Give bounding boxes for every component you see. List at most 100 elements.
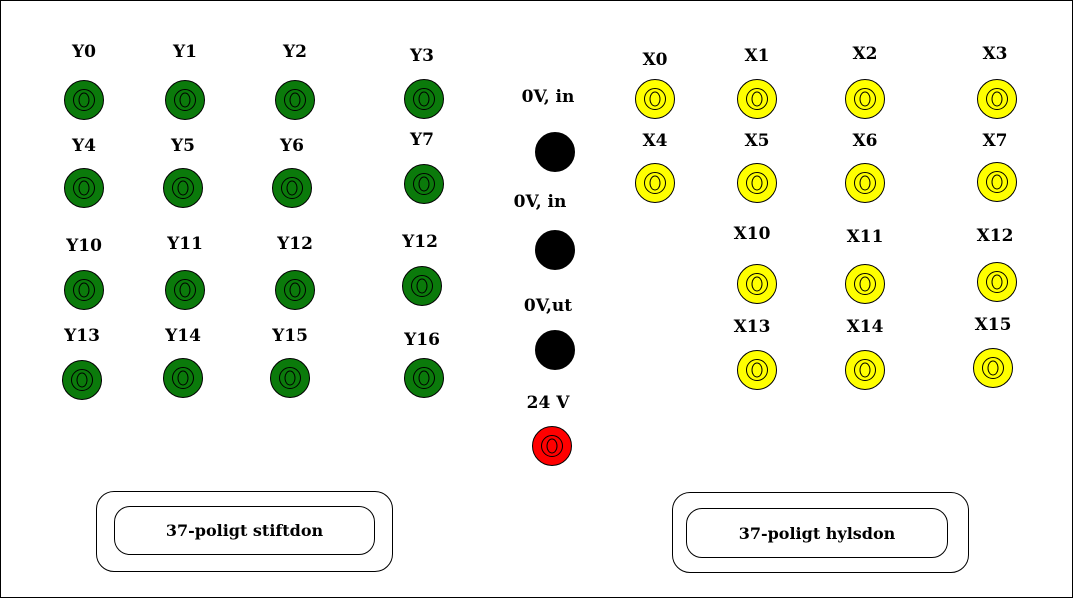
output-label: Y15 [272,326,308,346]
output-jack [402,266,442,306]
jack-core [78,282,90,298]
connector-right-frame [672,492,969,573]
jack-ring [279,367,301,389]
input-jack [977,162,1017,202]
input-jack [977,262,1017,302]
jack-ring [541,435,563,457]
input-label: X14 [846,317,884,337]
input-label: X4 [642,131,668,151]
jack-core [859,175,871,191]
output-jack [64,168,104,208]
input-label: X6 [852,131,878,151]
output-jack [163,168,203,208]
input-label: X5 [744,131,770,151]
jack-core [751,175,763,191]
jack-ring [746,172,768,194]
jack-ring [854,273,876,295]
output-label: Y10 [66,236,102,256]
jack-core [289,282,301,298]
connector-left-frame [96,491,393,572]
input-label: X1 [744,46,770,66]
jack-core [751,276,763,292]
jack-core [991,91,1003,107]
input-label: X15 [974,315,1012,335]
jack-ring [413,88,435,110]
ground-jack [535,132,575,172]
output-label: Y16 [404,330,440,350]
jack-ring [174,279,196,301]
input-label: X2 [852,44,878,64]
output-label: Y5 [171,136,195,156]
input-label: X3 [982,44,1008,64]
input-label: X11 [846,227,884,247]
jack-core [991,174,1003,190]
output-label: Y1 [173,42,197,62]
output-label: Y6 [280,136,304,156]
jack-core [418,91,430,107]
input-label: X7 [982,131,1008,151]
jack-ring [644,88,666,110]
jack-ring [746,88,768,110]
jack-core [859,91,871,107]
jack-ring [172,367,194,389]
output-jack [64,270,104,310]
jack-ring [281,177,303,199]
input-jack [845,163,885,203]
output-label: Y7 [410,130,434,150]
output-label: Y14 [165,326,201,346]
input-jack [737,163,777,203]
output-jack [165,270,205,310]
output-jack [275,270,315,310]
input-jack [635,163,675,203]
jack-ring [413,173,435,195]
jack-ring [746,359,768,381]
connector-left-label: 37-poligt stiftdon [114,506,375,555]
jack-core [751,91,763,107]
jack-ring [986,271,1008,293]
jack-ring [986,88,1008,110]
jack-core [179,282,191,298]
jack-ring [986,171,1008,193]
jack-core [78,180,90,196]
output-label: Y11 [167,234,203,254]
connector-right-label: 37-poligt hylsdon [686,508,948,558]
output-label: Y13 [64,326,100,346]
jack-core [649,175,661,191]
output-label: Y0 [72,42,96,62]
jack-core [284,370,296,386]
jack-ring [854,88,876,110]
input-jack [845,264,885,304]
jack-core [78,92,90,108]
input-jack [845,79,885,119]
jack-ring [172,177,194,199]
jack-core [859,362,871,378]
output-label: Y2 [283,42,307,62]
jack-core [177,180,189,196]
jack-ring [73,177,95,199]
supply-label: 0V, in [513,192,567,212]
supply-label: 0V, in [521,87,575,107]
output-jack [404,358,444,398]
output-jack [62,360,102,400]
jack-core [546,438,558,454]
input-label: X10 [733,224,771,244]
input-jack [973,348,1013,388]
output-jack [165,80,205,120]
input-jack [737,350,777,390]
jack-core [418,370,430,386]
jack-core [177,370,189,386]
output-jack [272,168,312,208]
output-label: Y12 [277,234,313,254]
input-jack [977,79,1017,119]
ground-jack [535,230,575,270]
jack-ring [284,89,306,111]
ground-jack [535,330,575,370]
input-jack [635,79,675,119]
jack-core [751,362,763,378]
input-label: X12 [976,226,1014,246]
jack-core [987,360,999,376]
jack-ring [71,369,93,391]
jack-core [418,176,430,192]
jack-ring [982,357,1004,379]
